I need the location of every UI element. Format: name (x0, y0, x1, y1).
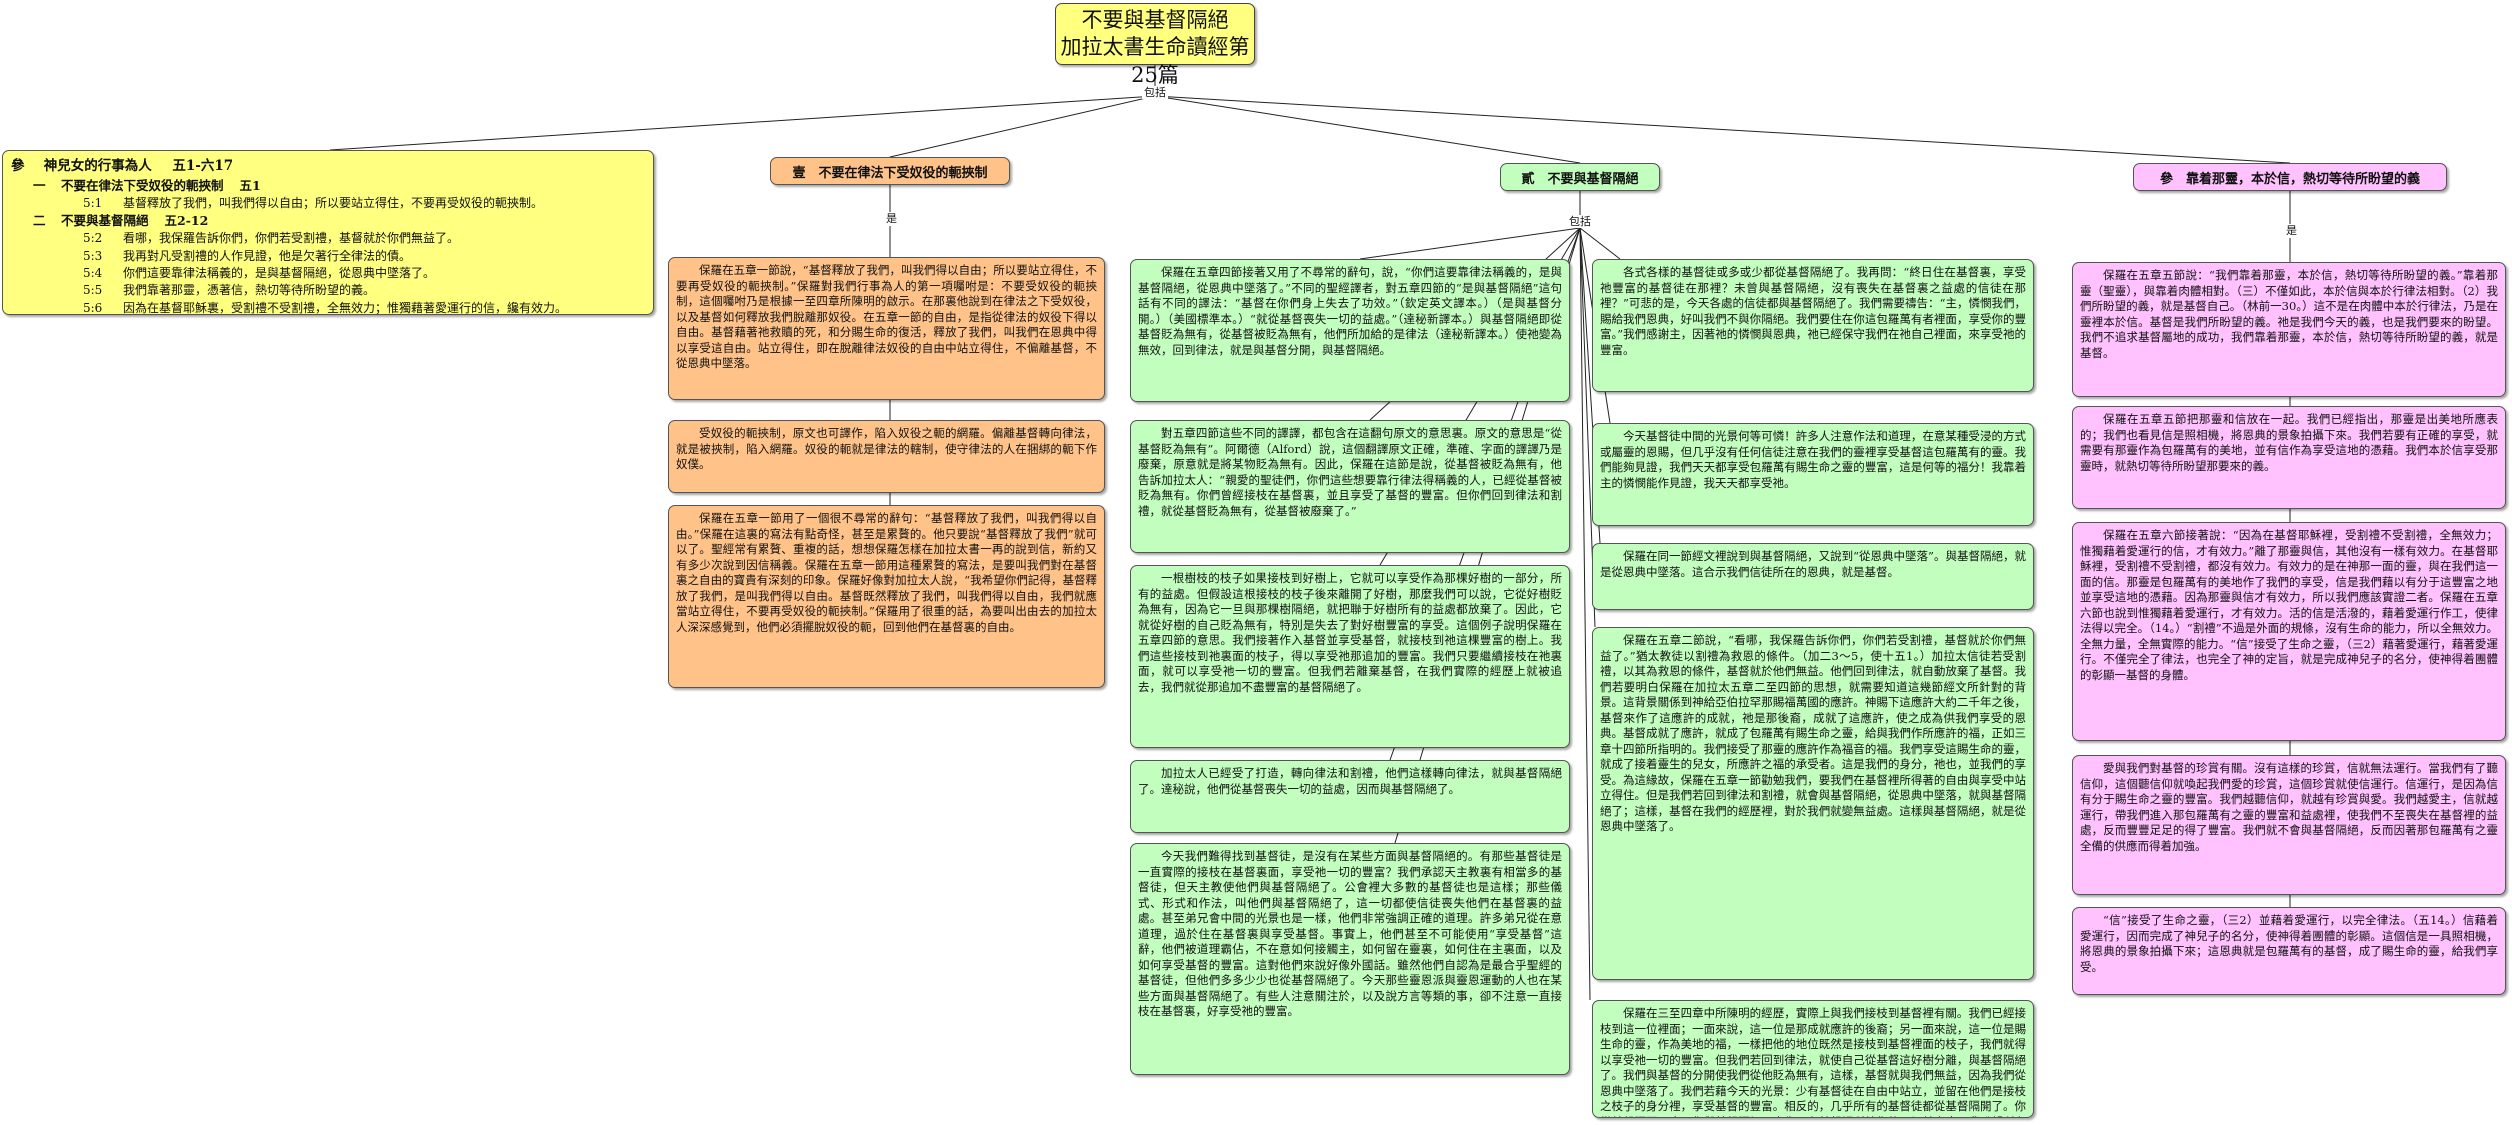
outline-section: 一不要在律法下受奴役的軛挾制五1 (11, 177, 645, 195)
pink-box-4-text: 愛與我們對基督的珍賞有關。沒有這樣的珍賞，信就無法運行。當我們有了聽信仰，這個聽… (2080, 761, 2498, 853)
green-right-box-3: 保羅在同一節經文裡說到與基督隔絕，又說到“從恩典中墜落”。與基督隔絕，就是從恩典… (1592, 543, 2034, 610)
outline-item-text: 我再對凡受割禮的人作見證，他是欠著行全律法的債。 (123, 248, 412, 263)
pink-box-4: 愛與我們對基督的珍賞有關。沒有這樣的珍賞，信就無法運行。當我們有了聽信仰，這個聽… (2072, 755, 2506, 895)
outline-heading: 參 神兒女的行事為人 五1-六17 (11, 157, 645, 177)
outline-item-ref: 五1 (239, 177, 261, 193)
outline-item-text: 你們這要靠律法稱義的，是與基督隔絕，從恩典中墜落了。 (123, 265, 436, 280)
green-right-box-2-text: 今天基督徒中間的光景何等可憐！許多人注意作法和道理，在意某種受浸的方式或屬靈的恩… (1600, 429, 2026, 490)
outline-item-num: 5:1 (83, 195, 103, 210)
green-left-box-1-text: 保羅在五章四節接著又用了不尋常的辭句，說，“你們這要靠律法稱義的，是與基督隔絕，… (1138, 265, 1562, 357)
outline-item-text: 看哪，我保羅告訴你們，你們若受割禮，基督就於你們無益了。 (123, 231, 460, 246)
green-right-box-3-text: 保羅在同一節經文裡說到與基督隔絕，又說到“從恩典中墜落”。與基督隔絕，就是從恩典… (1600, 549, 2026, 579)
pink-box-1: 保羅在五章五節說：“我們靠着那靈，本於信，熱切等待所盼望的義。”靠着那靈（聖靈）… (2072, 262, 2506, 397)
green-left-box-2-text: 對五章四節這些不同的譯譯，都包含在這翻句原文的意思裏。原文的意思是“從基督貶為無… (1138, 426, 1562, 518)
diagram-title: 不要與基督隔絕 加拉太書生命讀經第25篇 (1055, 3, 1255, 87)
orange-box-3-text: 保羅在五章一節用了一個很不尋常的辭句：“基督釋放了我們，叫我們得以自由。”保羅在… (676, 511, 1097, 634)
outline-verse: 5:6 因為在基督耶穌裏，受割禮不受割禮，全無效力；惟獨藉著愛運行的信，纔有效力。 (11, 300, 645, 317)
orange-connector-label: 是 (884, 212, 899, 225)
branch-pink-heading: 參 靠着那靈，本於信，熱切等待所盼望的義 (2133, 163, 2447, 191)
outline-item-num: 5:2 (83, 231, 103, 246)
pink-box-5-text: “信”接受了生命之靈，（三2）並藉着愛運行，以完全律法。（五14。）信藉着愛運行… (2080, 913, 2498, 974)
pink-box-3-text: 保羅在五章六節接著說：“因為在基督耶穌裡，受割禮不受割禮，全無效力；惟獨藉着愛運… (2080, 528, 2498, 682)
outline-item-num: 一 (33, 177, 46, 193)
green-right-box-5-text: 保羅在三至四章中所陳明的經歷，實際上與我們接枝到基督裡有關。我們已經接枝到這一位… (1600, 1006, 2026, 1117)
title-line-1: 不要與基督隔絕 (1081, 8, 1229, 32)
branch-green-heading: 貳 不要與基督隔絕 (1500, 163, 1660, 191)
green-left-box-4-text: 加拉太人已經受了打造，轉向律法和割禮，他們這樣轉向律法，就與基督隔絕了。達秘說，… (1138, 766, 1562, 796)
branch-orange-heading: 壹 不要在律法下受奴役的軛挾制 (770, 157, 1010, 185)
outline-item-text: 我們靠著那靈，憑著信，熱切等待所盼望的義。 (123, 283, 376, 298)
green-left-box-1: 保羅在五章四節接著又用了不尋常的辭句，說，“你們這要靠律法稱義的，是與基督隔絕，… (1130, 259, 1570, 402)
pink-connector-label: 是 (2284, 224, 2299, 237)
outline-item-num: 二 (33, 213, 46, 229)
green-left-box-5-text: 今天我們難得找到基督徒，是沒有在某些方面與基督隔絕的。有那些基督徒是一直實際的接… (1138, 849, 1562, 1019)
outline-verse: 5:3 我再對凡受割禮的人作見證，他是欠著行全律法的債。 (11, 248, 645, 265)
outline-item-text: 因為在基督耶穌裏，受割禮不受割禮，全無效力；惟獨藉著愛運行的信，纔有效力。 (123, 300, 568, 315)
green-left-box-3: 一根樹枝的枝子如果接枝到好樹上，它就可以享受作為那棵好樹的一部分，所有的益處。但… (1130, 565, 1570, 748)
outline-item-num: 5:5 (83, 283, 103, 298)
orange-box-2-text: 受奴役的軛挾制，原文也可譯作，陷入奴役之軛的網羅。偏離基督轉向律法，就是被挾制，… (676, 426, 1097, 472)
pink-box-3: 保羅在五章六節接著說：“因為在基督耶穌裡，受割禮不受割禮，全無效力；惟獨藉着愛運… (2072, 522, 2506, 741)
title-line-2: 加拉太書生命讀經第25篇 (1060, 35, 1250, 87)
green-left-box-3-text: 一根樹枝的枝子如果接枝到好樹上，它就可以享受作為那棵好樹的一部分，所有的益處。但… (1138, 571, 1562, 694)
green-left-box-4: 加拉太人已經受了打造，轉向律法和割禮，他們這樣轉向律法，就與基督隔絕了。達秘說，… (1130, 760, 1570, 833)
outline-verse: 5:5 我們靠著那靈，憑著信，熱切等待所盼望的義。 (11, 282, 645, 299)
outline-item-text: 基督釋放了我們，叫我們得以自由；所以要站立得住，不要再受奴役的軛挾制。 (123, 195, 544, 210)
outline-item-text: 不要與基督隔絕 (61, 213, 149, 229)
pink-box-1-text: 保羅在五章五節說：“我們靠着那靈，本於信，熱切等待所盼望的義。”靠着那靈（聖靈）… (2080, 268, 2498, 360)
green-left-box-5: 今天我們難得找到基督徒，是沒有在某些方面與基督隔絕的。有那些基督徒是一直實際的接… (1130, 843, 1570, 1075)
outline-verse: 5:4 你們這要靠律法稱義的，是與基督隔絕，從恩典中墜落了。 (11, 265, 645, 282)
outline-heading-num: 參 (11, 158, 25, 174)
outline-item-ref: 五2-12 (164, 213, 209, 229)
green-right-box-1-text: 各式各樣的基督徒或多或少都從基督隔絕了。我再問：“終日住在基督裏，享受祂豐富的基… (1600, 265, 2026, 357)
orange-box-3: 保羅在五章一節用了一個很不尋常的辭句：“基督釋放了我們，叫我們得以自由。”保羅在… (668, 505, 1105, 688)
outline-item-text: 不要在律法下受奴役的軛挾制 (61, 177, 224, 193)
green-right-box-4: 保羅在五章二節說，“看哪，我保羅告訴你們，你們若受割禮，基督就於你們無益了。”猶… (1592, 627, 2034, 980)
outline-heading-ref: 五1-六17 (172, 158, 234, 174)
outline-item-num: 5:4 (83, 265, 103, 280)
green-right-box-2: 今天基督徒中間的光景何等可憐！許多人注意作法和道理，在意某種受浸的方式或屬靈的恩… (1592, 423, 2034, 526)
orange-box-1: 保羅在五章一節說，“基督釋放了我們，叫我們得以自由；所以要站立得住，不要再受奴役… (668, 257, 1105, 400)
pink-box-2: 保羅在五章五節把那靈和信放在一起。我們已經指出，那靈是出美地所應表的；我們也看見… (2072, 406, 2506, 509)
orange-box-1-text: 保羅在五章一節說，“基督釋放了我們，叫我們得以自由；所以要站立得住，不要再受奴役… (676, 263, 1097, 371)
pink-box-2-text: 保羅在五章五節把那靈和信放在一起。我們已經指出，那靈是出美地所應表的；我們也看見… (2080, 412, 2498, 473)
green-connector-label: 包括 (1567, 215, 1593, 228)
green-right-box-1: 各式各樣的基督徒或多或少都從基督隔絕了。我再問：“終日住在基督裏，享受祂豐富的基… (1592, 259, 2034, 392)
green-right-box-4-text: 保羅在五章二節說，“看哪，我保羅告訴你們，你們若受割禮，基督就於你們無益了。”猶… (1600, 633, 2026, 834)
outline-heading-text: 神兒女的行事為人 (43, 158, 152, 174)
outline-item-num: 5:3 (83, 248, 103, 263)
root-connector-label: 包括 (1142, 86, 1168, 99)
green-right-box-5: 保羅在三至四章中所陳明的經歷，實際上與我們接枝到基督裡有關。我們已經接枝到這一位… (1592, 1000, 2034, 1118)
green-left-box-2: 對五章四節這些不同的譯譯，都包含在這翻句原文的意思裏。原文的意思是“從基督貶為無… (1130, 420, 1570, 553)
outline-verse: 5:1 基督釋放了我們，叫我們得以自由；所以要站立得住，不要再受奴役的軛挾制。 (11, 195, 645, 212)
outline-section: 二不要與基督隔絕五2-12 (11, 212, 645, 230)
outline-item-num: 5:6 (83, 300, 103, 315)
orange-box-2: 受奴役的軛挾制，原文也可譯作，陷入奴役之軛的網羅。偏離基督轉向律法，就是被挾制，… (668, 420, 1105, 493)
pink-box-5: “信”接受了生命之靈，（三2）並藉着愛運行，以完全律法。（五14。）信藉着愛運行… (2072, 907, 2506, 995)
outline-verse: 5:2 看哪，我保羅告訴你們，你們若受割禮，基督就於你們無益了。 (11, 230, 645, 247)
